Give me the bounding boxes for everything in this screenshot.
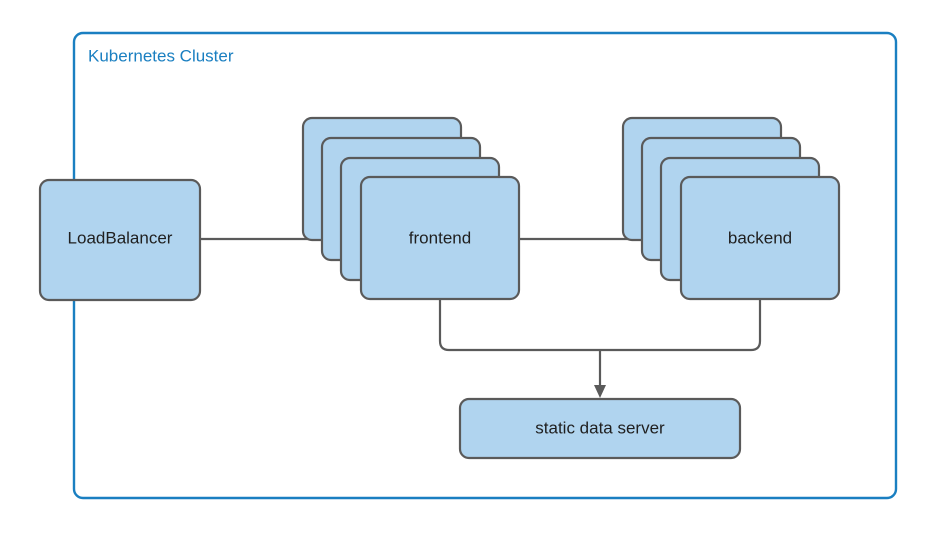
node-backend[interactable]: backend xyxy=(621,116,841,301)
node-static-data-server[interactable]: static data server xyxy=(458,397,742,460)
edge-frontend-to-static-data-server xyxy=(438,299,600,352)
static-data-server-label: static data server xyxy=(535,418,665,437)
edge-backend-to-static-data-server xyxy=(600,299,762,352)
frontend-label: frontend xyxy=(409,228,471,247)
loadbalancer-box xyxy=(38,178,202,302)
arrowhead-icon xyxy=(594,385,606,398)
node-loadbalancer[interactable]: LoadBalancer xyxy=(38,178,202,302)
edge-merge-to-static-data-server xyxy=(594,350,606,398)
backend-label: backend xyxy=(728,228,792,247)
cluster-label: Kubernetes Cluster xyxy=(88,46,234,65)
static-data-server-box xyxy=(458,397,742,460)
node-frontend[interactable]: frontend xyxy=(301,116,521,301)
loadbalancer-label: LoadBalancer xyxy=(68,228,173,247)
